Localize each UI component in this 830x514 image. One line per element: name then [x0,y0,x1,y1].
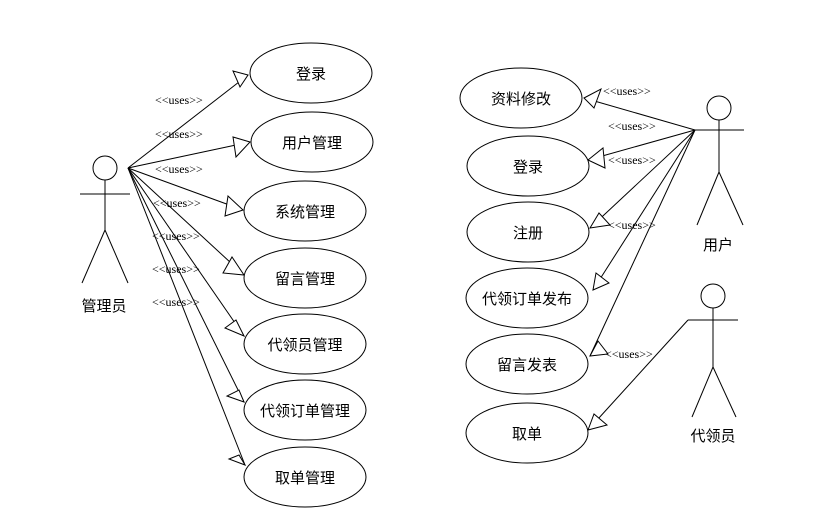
use-case-label: 系统管理 [275,203,335,221]
stereotype-label: <<uses>> [155,162,203,176]
stereotype-label: <<uses>> [152,295,200,309]
stereotype-label: <<uses>> [605,347,653,361]
user-use-case: 代领订单发布 [465,267,589,329]
use-case-label: 代领员管理 [267,336,342,354]
admin-use-case: 登录 [249,42,373,104]
admin-use-case: 代领员管理 [243,313,367,375]
use-case-label: 留言管理 [275,270,335,288]
admin-use-case: 系统管理 [243,180,367,242]
actor-user: 用户 [694,95,744,254]
admin-use-case: 代领订单管理 [243,379,367,441]
use-case-label: 代领订单管理 [260,402,350,420]
actor-user-label: 用户 [703,236,733,254]
use-case-label: 资料修改 [491,90,551,108]
user-associations [583,97,696,357]
use-case-label: 注册 [513,224,543,242]
admin-use-case: 用户管理 [250,111,374,173]
stereotype-label: <<uses>> [152,229,200,243]
admin-associations [127,74,251,466]
use-case-label: 留言发表 [497,356,557,374]
use-case-label: 取单 [512,425,542,443]
actor-admin: 管理员 [80,155,130,315]
admin-use-case: 取单管理 [243,446,367,508]
stereotype-label: <<uses>> [152,262,200,276]
admin-use-case: 留言管理 [243,247,367,309]
actor-courier-head [700,283,726,309]
actor-courier: 代领员 [688,283,738,445]
stereotype-label: <<uses>> [155,93,203,107]
actor-admin-label: 管理员 [81,297,126,315]
actor-courier-label: 代领员 [690,427,735,445]
stereotype-label: <<uses>> [603,84,651,98]
use-case-label: 代领订单发布 [482,290,572,308]
actor-admin-head [92,155,118,181]
user-use-case: 登录 [466,135,590,197]
stereotype-label: <<uses>> [608,153,656,167]
user-use-case: 留言发表 [465,333,589,395]
actor-user-head [706,95,732,121]
courier-associations [587,319,689,431]
user-use-case: 资料修改 [459,67,583,129]
stereotype-label: <<uses>> [155,127,203,141]
stereotype-label: <<uses>> [608,218,656,232]
use-case-label: 登录 [296,65,326,83]
stereotype-label: <<uses>> [153,196,201,210]
stereotype-labels: <<uses>> <<uses>> <<uses>> <<uses>> <<us… [152,84,656,361]
use-case-label: 用户管理 [282,134,342,152]
user-use-case: 注册 [466,201,590,263]
stereotype-label: <<uses>> [608,119,656,133]
use-case-label: 登录 [513,158,543,176]
use-case-label: 取单管理 [275,469,335,487]
courier-use-case: 取单 [465,402,589,464]
arrowheads [222,70,612,466]
